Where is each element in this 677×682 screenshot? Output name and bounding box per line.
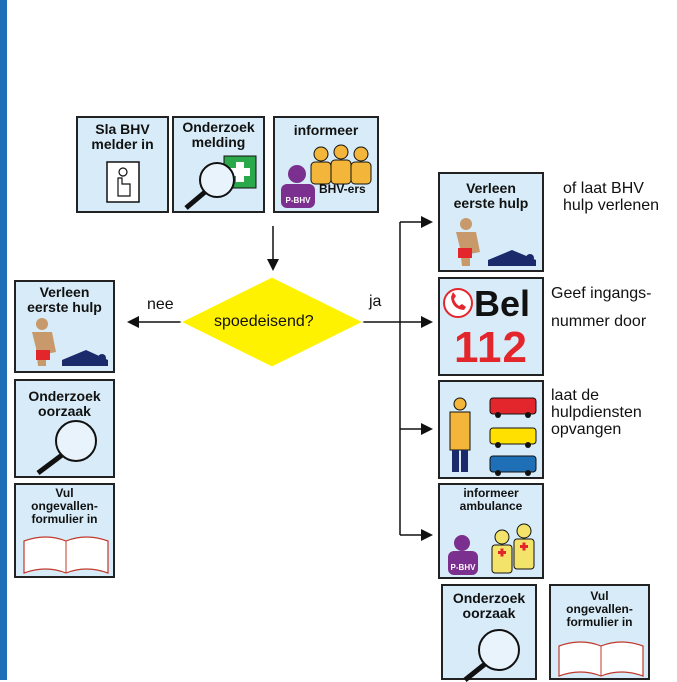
card-emergency-services [438,380,544,479]
card-left-first-aid: Verleen eerste hulp [14,280,115,373]
first-aid-helper-icon [456,218,536,266]
note-services: laat de hulpdiensten opvangen [551,387,642,438]
phone-icon [443,288,473,318]
note-first-aid: of laat BHV hulp verlenen [563,180,660,214]
bhv-team-icon [281,144,372,208]
card-title: informeer ambulance [459,486,523,513]
card-title: Vul ongevallen- formulier in [31,486,98,526]
card-inform-ambulance: informeer ambulance P-BHV [438,483,544,579]
first-aid-helper-icon [32,318,108,366]
no-label: nee [147,296,174,313]
open-book-icon [558,641,644,677]
card-right-accident-form: Vul ongevallen- formulier in [549,584,650,680]
card-title: informeer [293,122,359,138]
card-investigate-report: Onderzoek melding [172,116,265,213]
card-inform-bhv: informeer P-BHV BHV-ers [273,116,379,213]
press-button-icon [106,161,140,203]
bel-label: Bel [474,283,531,324]
card-left-investigate-cause: Onderzoek oorzaak [14,379,115,478]
card-title: Verleen eerste hulp [27,284,102,315]
card-title: Verleen eerste hulp [453,180,529,211]
decision-diamond [179,276,365,368]
p-bhv-badge: P-BHV [450,563,476,572]
emergency-vehicles-icon [449,397,537,476]
card-title: Onderzoek oorzaak [452,590,526,621]
card-right-first-aid: Verleen eerste hulp [438,172,544,272]
card-press-button: Sla BHV melder in [76,116,169,213]
card-call-112: Bel 112 [438,277,544,376]
magnifier-first-aid-icon [184,155,257,210]
card-right-investigate-cause: Onderzoek oorzaak [441,584,537,682]
bhv-group-label: BHV-ers [319,182,366,196]
magnifier-icon [463,629,520,682]
ambulance-staff-icon [448,523,535,575]
decision-question: spoedeisend? [214,313,314,330]
card-title: Onderzoek oorzaak [28,388,101,419]
card-title: Vul ongevallen- formulier in [566,589,633,629]
card-title: Onderzoek melding [182,119,255,150]
note-call: Geef ingangs- nummer door [551,285,652,330]
emergency-number: 112 [454,323,528,372]
open-book-icon [23,536,109,574]
magnifier-icon [36,420,97,475]
yes-label: ja [369,293,382,310]
card-left-accident-form: Vul ongevallen- formulier in [14,483,115,578]
card-title: Sla BHV melder in [91,121,154,152]
p-bhv-badge: P-BHV [285,196,311,205]
left-accent-bar [0,0,7,680]
